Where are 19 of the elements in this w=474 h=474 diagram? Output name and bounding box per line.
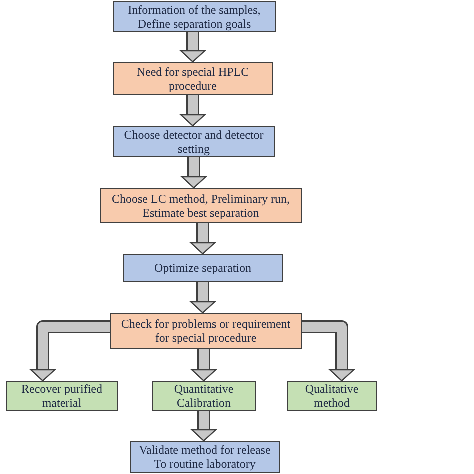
process-box: Information of the samples, Define separation goals [113,1,276,32]
process-box: Choose LC method, Preliminary run, Estimate best separation [100,188,302,223]
block-arrow [179,95,207,127]
block-arrow [190,411,218,442]
process-box: Optimize separation [123,254,283,282]
process-box: Need for special HPLC procedure [113,62,273,95]
block-arrow [29,320,110,382]
block-arrow [190,349,218,382]
block-arrow [189,223,217,255]
block-arrow [302,320,356,382]
block-arrow [180,157,208,189]
process-box: Qualitative method [287,381,377,411]
process-box: Recover purified material [6,381,118,411]
process-box: Check for problems or requirement for special procedure [110,313,302,349]
block-arrow [179,32,207,63]
process-box: Validate method for release To routine laboratory [130,441,280,473]
block-arrow [189,282,217,314]
process-box: Choose detector and detector setting [113,126,275,157]
process-box: Quantitative Calibration [152,381,256,411]
